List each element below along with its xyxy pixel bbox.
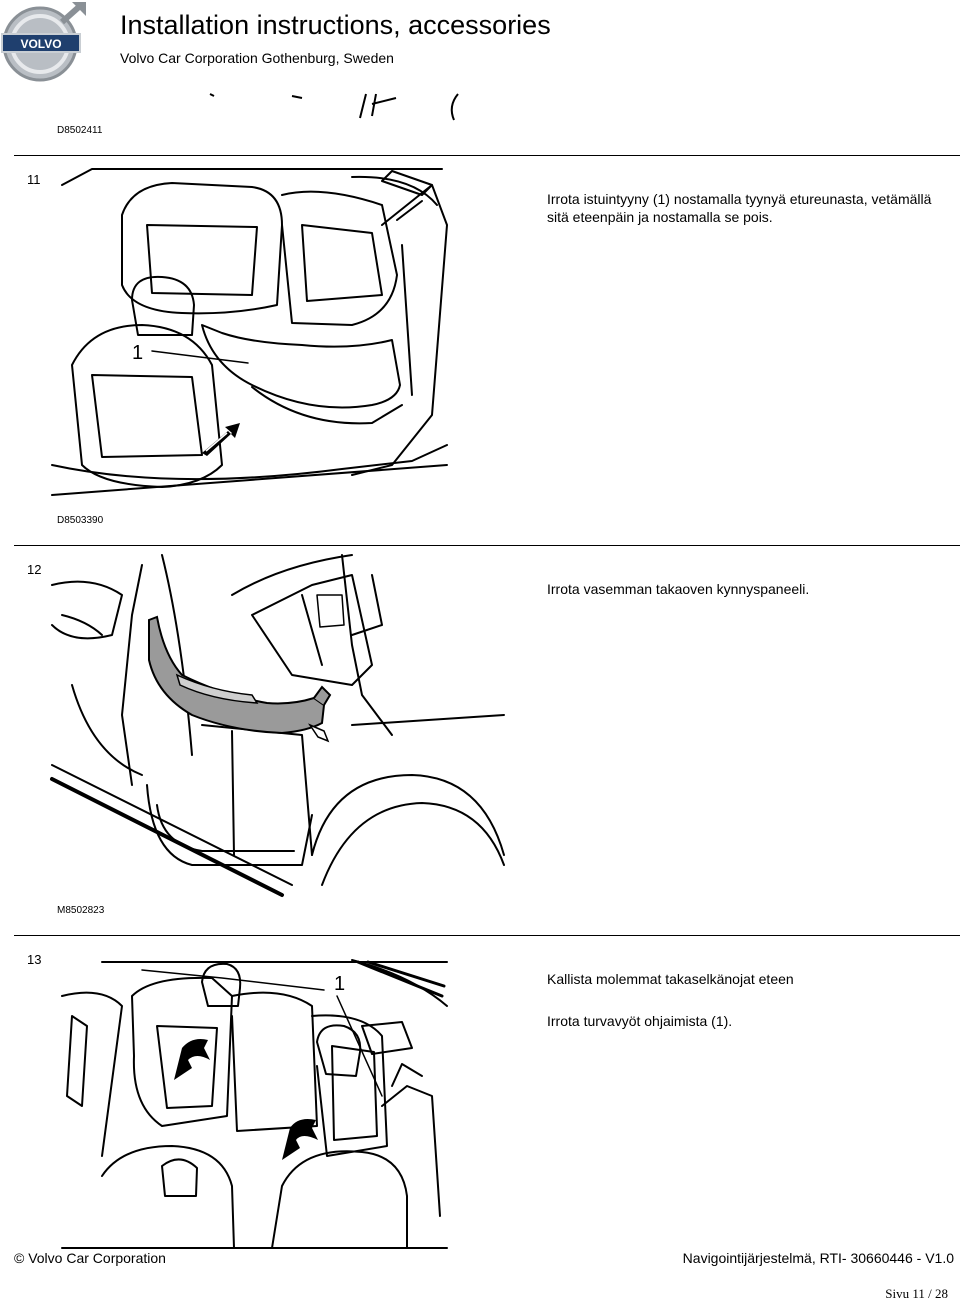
callout-number: 1 xyxy=(334,973,345,995)
figure-code-previous: D8502411 xyxy=(57,125,103,136)
page-number: Sivu 11 / 28 xyxy=(885,1286,948,1301)
previous-figure-fragment xyxy=(209,93,459,121)
step-divider xyxy=(14,935,960,936)
step-instruction: Irrota vasemman takaoven kynnyspaneeli. xyxy=(547,581,810,597)
step-number: 12 xyxy=(27,562,42,577)
footer-copyright: © Volvo Car Corporation xyxy=(14,1250,166,1266)
step-divider xyxy=(14,545,960,546)
logo-wordmark: VOLVO xyxy=(20,37,61,51)
step-instruction: Irrota istuintyyny (1) nostamalla tyynyä… xyxy=(547,191,932,225)
step-instruction: Irrota turvavyöt ohjaimista (1). xyxy=(547,1013,733,1029)
figure-backrest-fold: 1 xyxy=(61,959,448,1249)
figure-seat-cushion: 1 xyxy=(51,168,448,496)
document-subtitle: Volvo Car Corporation Gothenburg, Sweden xyxy=(120,50,394,66)
figure-sill-panel xyxy=(50,554,505,897)
step-number: 11 xyxy=(27,172,41,187)
volvo-logo: VOLVO xyxy=(0,0,88,88)
figure-code: D8503390 xyxy=(57,515,104,526)
step-divider xyxy=(14,155,960,156)
figure-code: M8502823 xyxy=(57,905,105,916)
step-number: 13 xyxy=(27,952,42,967)
document-title: Installation instructions, accessories xyxy=(120,10,551,40)
footer-document-id: Navigointijärjestelmä, RTI- 30660446 - V… xyxy=(682,1250,954,1266)
callout-number: 1 xyxy=(132,342,143,364)
step-instruction: Kallista molemmat takaselkänojat eteen xyxy=(547,971,794,987)
